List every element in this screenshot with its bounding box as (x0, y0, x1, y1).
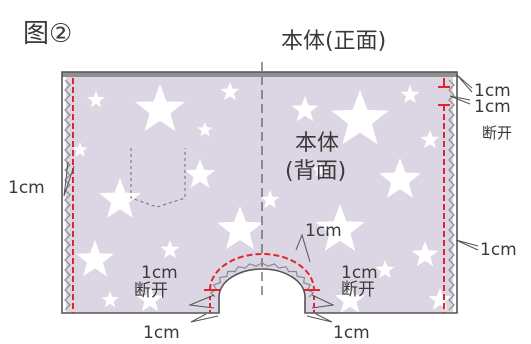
fabric-outline (61, 71, 458, 314)
star-shape (99, 178, 141, 218)
right-open-cm-label: 1cm (341, 263, 378, 283)
top-right-upper-label: 1cm (474, 81, 511, 101)
star-shape (160, 240, 180, 259)
right-open-label: 断开 (341, 280, 375, 300)
star-shape (420, 130, 440, 149)
star-shape (428, 288, 452, 310)
star-shape (312, 162, 328, 177)
right-side-label: 1cm (480, 240, 517, 260)
star-shape (217, 206, 263, 250)
star-shape (260, 190, 280, 209)
back-label-line2: (背面) (285, 159, 346, 184)
back-label-line1: 本体 (295, 131, 339, 156)
star-shape (315, 204, 365, 251)
left-zigzag-edge (64, 79, 71, 311)
star-shape (136, 286, 164, 312)
top-right-open-label: 断开 (482, 124, 512, 142)
star-shape (291, 96, 319, 122)
bottom-left-label: 1cm (143, 323, 180, 343)
star-shape (375, 260, 395, 279)
star-shape (72, 142, 88, 157)
star-shape (87, 91, 105, 108)
right-zigzag-edge (448, 79, 455, 311)
star-shape (400, 85, 420, 104)
arc-zigzag-edge (209, 262, 315, 298)
star-shape (101, 291, 119, 308)
star-pattern (72, 82, 452, 313)
arc-seam-line (209, 253, 315, 291)
top-right-lower-label: 1cm (474, 97, 511, 117)
star-shape (411, 241, 439, 267)
front-label: 本体(正面) (281, 29, 386, 54)
bottom-right-label: 1cm (333, 323, 370, 343)
figure-label: 图② (23, 19, 72, 49)
left-open-cm-label: 1cm (141, 263, 178, 283)
top-edge (62, 72, 457, 77)
star-shape (379, 158, 421, 198)
left-open-label: 断开 (134, 281, 168, 301)
star-shape (331, 90, 389, 145)
star-shape (334, 284, 366, 313)
left-side-label: 1cm (8, 178, 45, 198)
arc-top-label: 1cm (305, 221, 342, 241)
star-shape (197, 122, 213, 137)
star-shape (220, 82, 240, 101)
star-shape (135, 84, 185, 131)
star-shape (184, 159, 216, 188)
leader-lines (63, 74, 479, 323)
star-shape (76, 240, 114, 277)
